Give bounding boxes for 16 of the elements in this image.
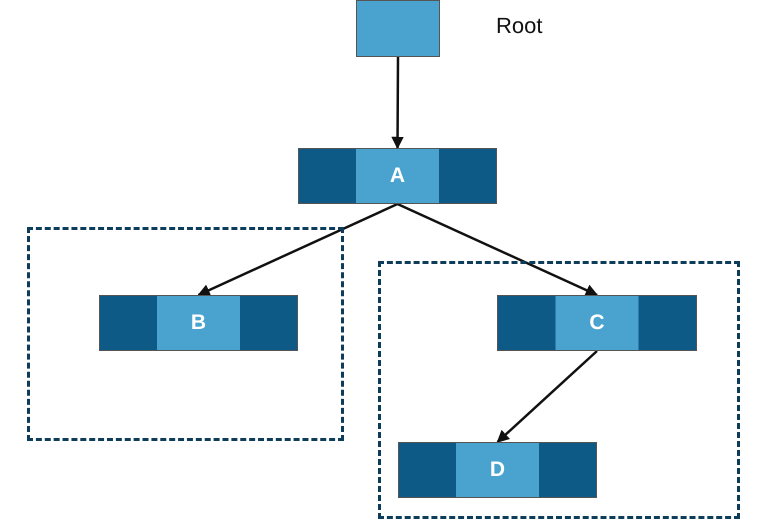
tree-node-bar (298, 148, 497, 204)
dashed-group-frame (378, 261, 740, 519)
dashed-group-frame (27, 227, 344, 441)
node-label: D (490, 458, 506, 482)
node-caption: Root (496, 13, 542, 39)
node-label: B (190, 311, 206, 335)
node-label: A (390, 164, 406, 188)
node-label: C (589, 311, 605, 335)
arrow (197, 202, 398, 296)
arrow (391, 57, 404, 150)
tree-node-bar (398, 442, 597, 498)
arrow (396, 202, 598, 296)
tree-node-bar (497, 295, 697, 351)
arrow (496, 350, 598, 443)
tree-node-bar (99, 295, 298, 351)
root-box (356, 0, 440, 57)
